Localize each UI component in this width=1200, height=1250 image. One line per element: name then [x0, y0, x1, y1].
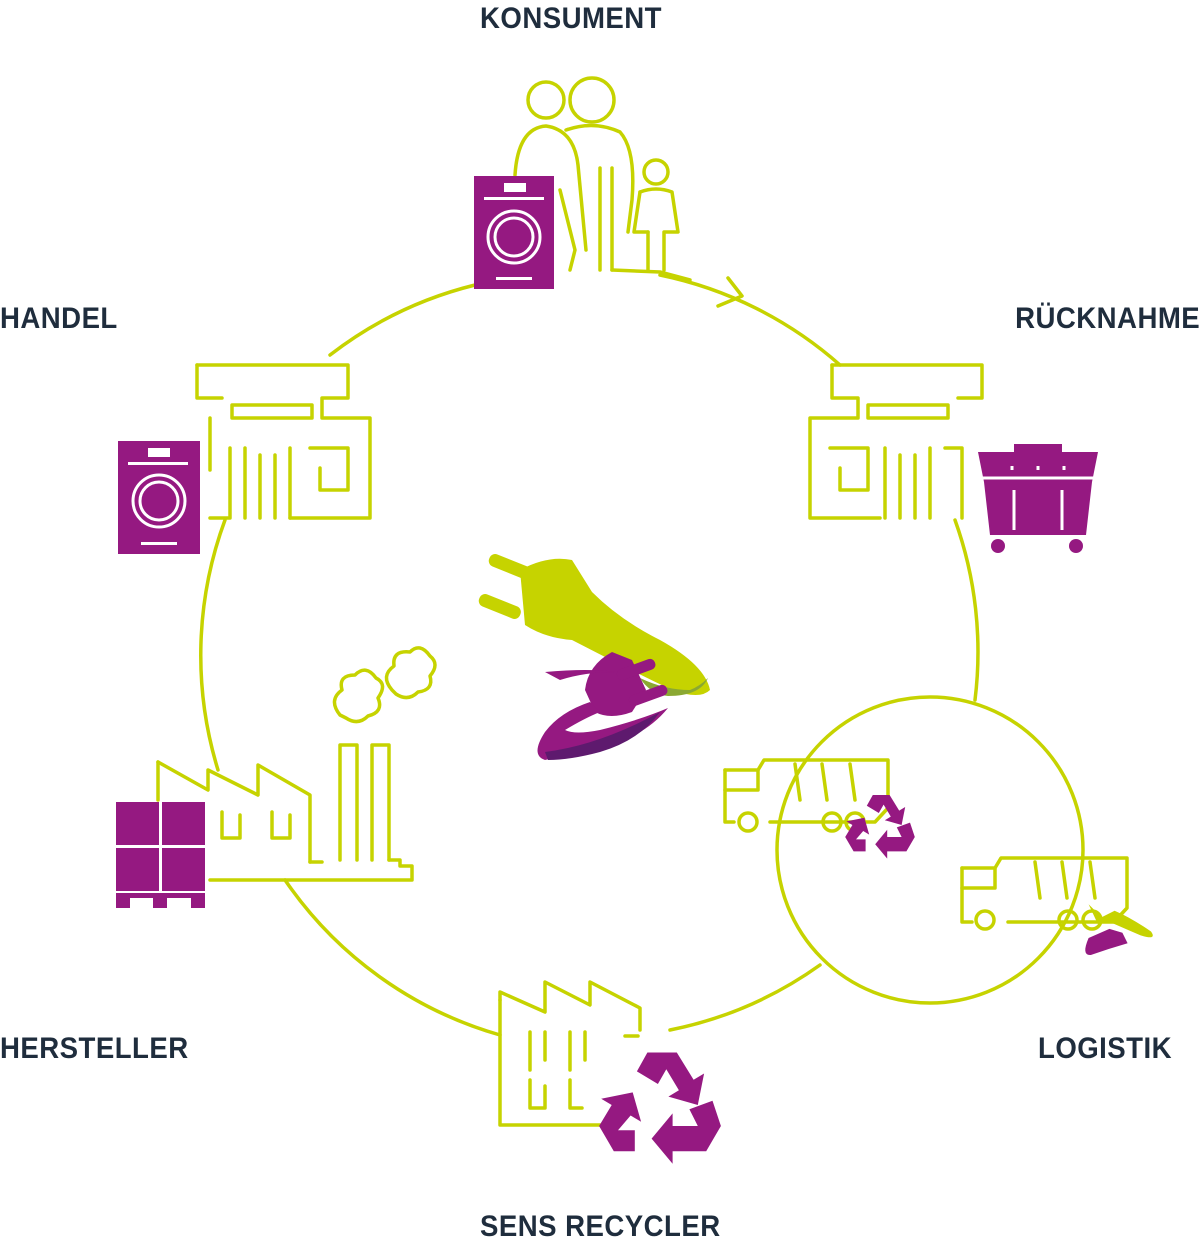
washing-machine-icon — [474, 176, 554, 289]
stage-label-hersteller: HERSTELLER — [0, 1032, 189, 1065]
retail-store-icon — [195, 363, 372, 520]
recycle-icon — [845, 795, 915, 859]
stage-label-ruecknahme: RÜCKNAHME — [1014, 302, 1200, 335]
waste-container-icon — [978, 444, 1098, 553]
logistics-ring — [775, 695, 1085, 1005]
factory-icon — [156, 646, 437, 882]
stage-label-konsument: KONSUMENT — [480, 2, 663, 35]
direction-arrow-icon — [716, 276, 744, 308]
garbage-truck-icon — [723, 758, 890, 833]
washing-machine-icon — [118, 441, 200, 554]
stage-label-handel: HANDEL — [0, 302, 118, 335]
plug-logo-icon — [478, 554, 710, 760]
family-icon — [513, 76, 692, 282]
pallet-boxes-icon — [116, 802, 205, 908]
stage-label-logistik: LOGISTIK — [1038, 1032, 1173, 1065]
main-cycle-ring — [199, 273, 980, 1037]
stage-label-sens-recycler: SENS RECYCLER — [480, 1210, 721, 1243]
collection-point-icon — [808, 363, 984, 520]
recycling-plant-icon — [498, 980, 642, 1127]
recycle-icon — [599, 1052, 721, 1164]
plug-logo-small-icon — [1085, 904, 1153, 955]
